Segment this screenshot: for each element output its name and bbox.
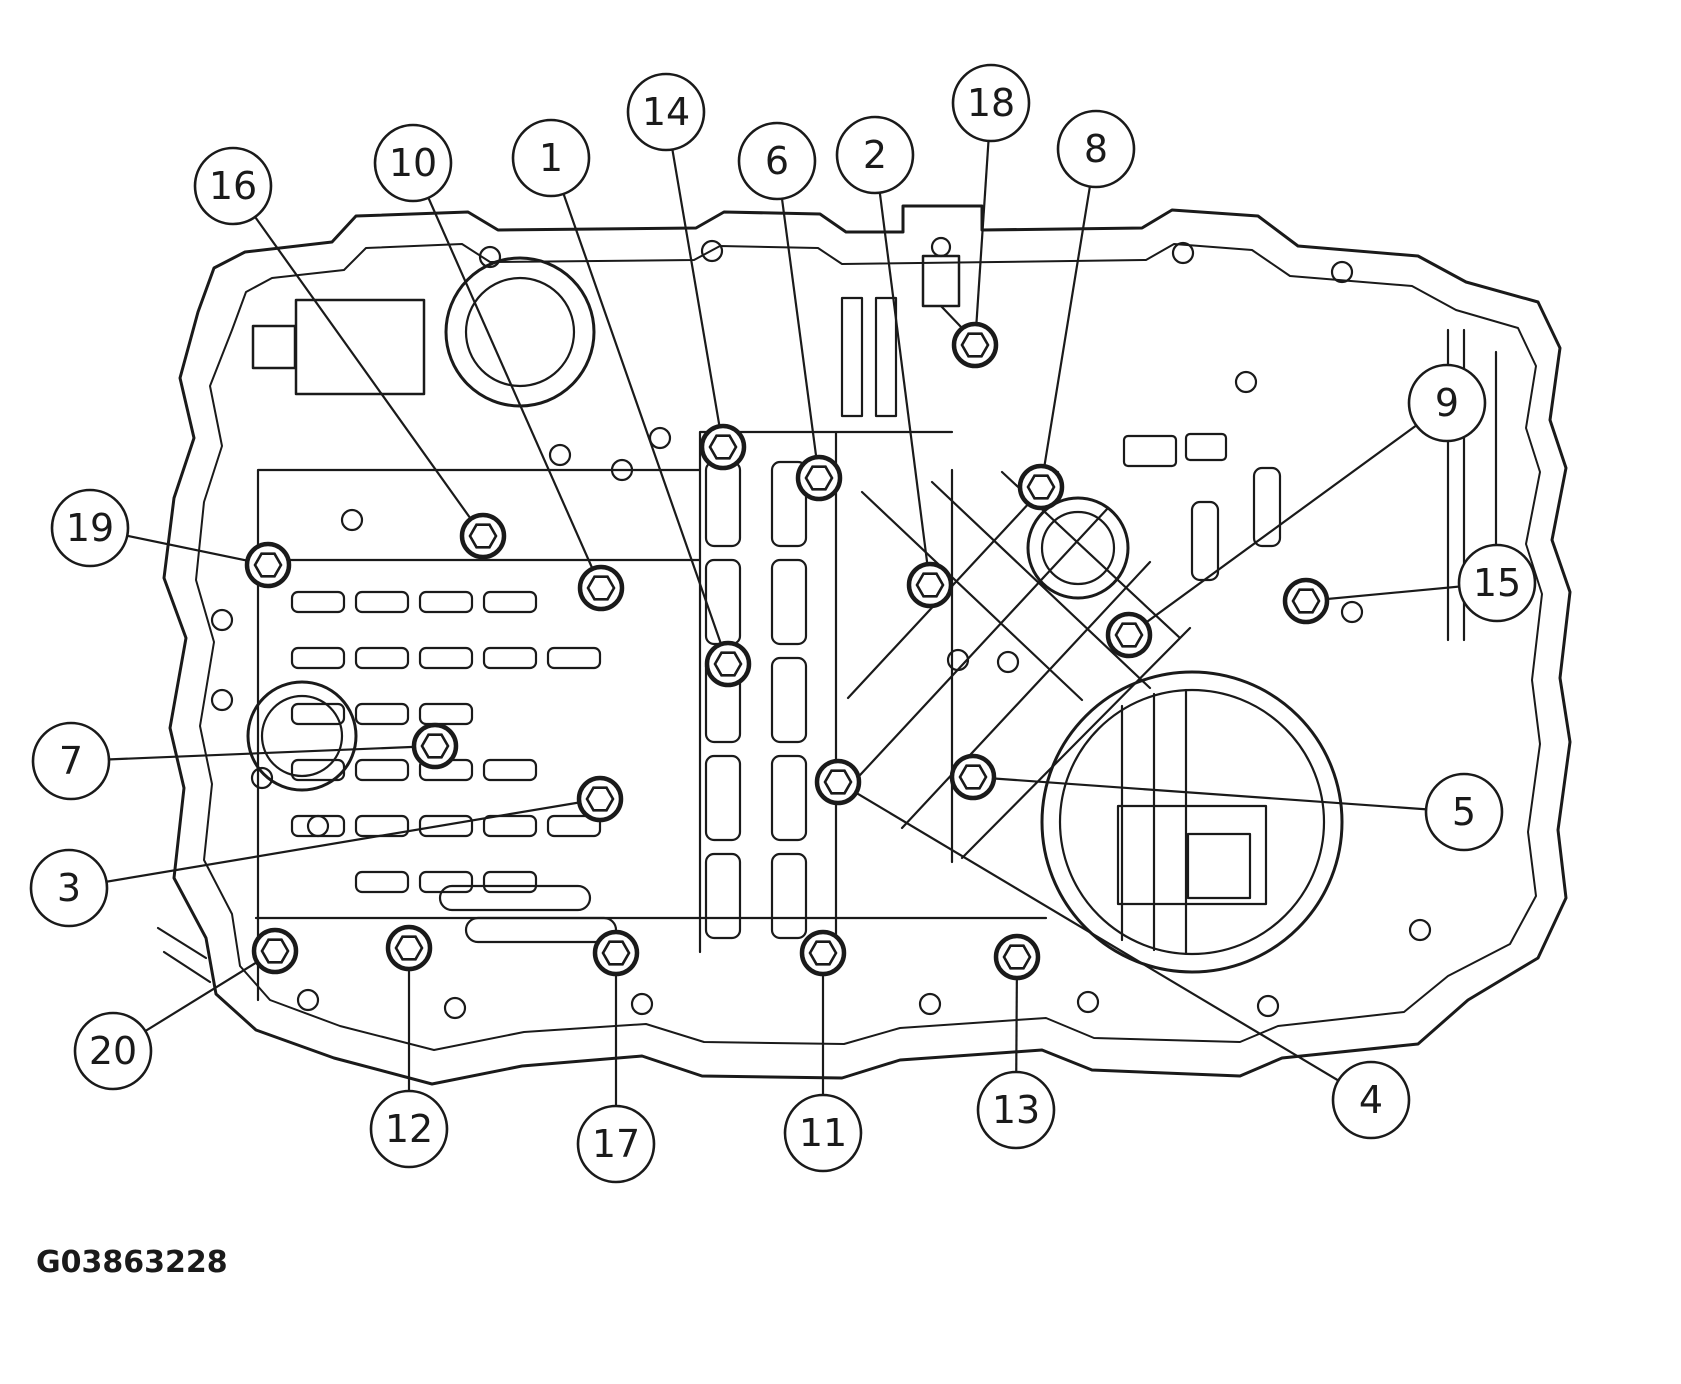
hex-bolt-icon [1291,588,1321,614]
bolt-8 [1017,463,1065,511]
leader-line-6 [775,160,821,479]
callout-10: 10 [373,123,453,203]
callout-16: 16 [193,146,273,226]
bolt-20 [251,927,299,975]
hex-bolt-icon [958,764,988,790]
callout-label: 20 [89,1029,137,1073]
callout-13: 13 [976,1070,1056,1150]
valve-body-drawing [156,204,1572,1086]
bolt-11 [799,929,847,977]
callout-label: 19 [66,506,114,550]
bolt-markers [244,321,1330,981]
leader-line-10 [411,162,603,589]
callout-label: 8 [1084,127,1108,171]
bolt-10 [577,564,625,612]
leader-line-16 [232,185,484,537]
bolt-1 [704,640,752,688]
callout-label: 11 [799,1111,847,1155]
leader-line-4 [837,781,1372,1101]
bolt-3 [576,775,624,823]
hex-bolt-icon [1002,944,1032,970]
bolt-15 [1282,577,1330,625]
bolt-16 [459,512,507,560]
callout-14: 14 [626,72,706,152]
callout-4: 4 [1331,1060,1411,1140]
bolt-7 [411,722,459,770]
hex-bolt-icon [713,651,743,677]
callout-label: 12 [385,1107,433,1151]
leader-line-18 [973,102,993,346]
callout-label: 10 [389,141,437,185]
figure-id: G03863228 [36,1245,228,1280]
callout-label: 5 [1452,790,1476,834]
callout-9: 9 [1407,363,1487,443]
bolt-5 [949,753,997,801]
callout-label: 17 [592,1122,640,1166]
hex-bolt-icon [804,465,834,491]
callout-label: 3 [57,866,81,910]
bolt-18 [951,321,999,369]
bolt-9 [1105,611,1153,659]
callout-6: 6 [737,121,817,201]
hex-bolt-icon [915,572,945,598]
hex-bolt-icon [394,935,424,961]
callout-label: 13 [992,1088,1040,1132]
callout-15: 15 [1457,543,1537,623]
hex-bolt-icon [601,940,631,966]
callout-7: 7 [31,721,111,801]
callout-11: 11 [783,1093,863,1173]
callout-17: 17 [576,1104,656,1184]
callout-5: 5 [1424,772,1504,852]
callout-label: 9 [1435,381,1459,425]
hex-bolt-icon [708,434,738,460]
hex-bolt-icon [823,769,853,795]
hex-bolt-icon [420,733,450,759]
bolt-12 [385,924,433,972]
hex-bolt-icon [1114,622,1144,648]
callout-label: 14 [642,90,690,134]
leader-line-5 [972,775,1465,814]
leader-line-1 [549,157,730,665]
bolt-13 [993,933,1041,981]
callout-8: 8 [1056,109,1136,189]
callout-label: 15 [1473,561,1521,605]
callout-12: 12 [369,1089,449,1169]
callout-label: 2 [863,133,887,177]
bolt-17 [592,929,640,977]
bolt-19 [244,541,292,589]
bolt-2 [906,561,954,609]
callout-label: 1 [539,136,563,180]
hex-bolt-icon [468,523,498,549]
callout-3: 3 [29,848,109,928]
callout-20: 20 [73,1011,153,1091]
callout-1: 1 [511,118,591,198]
hex-bolt-icon [585,786,615,812]
callout-label: 16 [209,164,257,208]
callout-label: 4 [1359,1078,1383,1122]
callout-2: 2 [835,115,915,195]
callout-leader-lines [68,102,1498,1144]
leader-line-9 [1128,402,1448,636]
hex-bolt-icon [1026,474,1056,500]
leader-line-8 [1039,148,1098,488]
callout-19: 19 [50,488,130,568]
callout-label: 6 [765,139,789,183]
hex-bolt-icon [260,938,290,964]
hex-bolt-icon [586,575,616,601]
leader-line-7 [70,744,436,763]
bolt-14 [699,423,747,471]
callout-18: 18 [951,63,1031,143]
callout-label: 7 [59,739,83,783]
callout-label: 18 [967,81,1015,125]
hex-bolt-icon [808,940,838,966]
bolt-6 [795,454,843,502]
leader-line-2 [873,154,932,586]
leader-line-14 [664,111,725,448]
hex-bolt-icon [960,332,990,358]
hex-bolt-icon [253,552,283,578]
leader-line-3 [68,797,601,890]
bolt-4 [814,758,862,806]
